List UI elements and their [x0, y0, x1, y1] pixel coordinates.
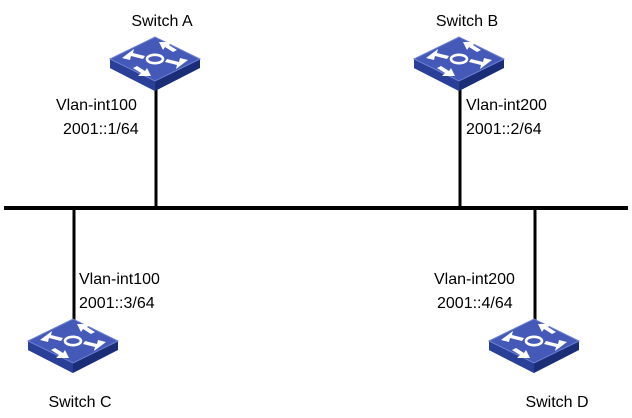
switch-d-address: 2001::4/64 — [437, 295, 513, 312]
switch-b-name: Switch B — [436, 13, 498, 30]
switch-d[interactable]: Vlan-int200 2001::4/64 SWITCH Switch D — [434, 271, 589, 411]
network-switch-icon: SWITCH — [108, 35, 202, 93]
switch-d-interface: Vlan-int200 — [434, 271, 515, 288]
network-switch-icon: SWITCH — [26, 317, 120, 375]
switch-b-address: 2001::2/64 — [466, 121, 542, 138]
network-switch-icon: SWITCH — [487, 317, 581, 375]
switch-c-interface: Vlan-int100 — [79, 271, 160, 288]
switch-a[interactable]: Switch A SWITCH Vlan-int100 2001::1/64 — [56, 13, 202, 138]
switch-b[interactable]: Switch B SWITCH Vlan-int200 2001::2/64 — [412, 13, 547, 138]
switch-a-address: 2001::1/64 — [63, 121, 139, 138]
switch-d-name: Switch D — [525, 394, 588, 411]
network-links — [4, 86, 628, 322]
switch-c-address: 2001::3/64 — [79, 295, 155, 312]
switch-c-name: Switch C — [48, 394, 111, 411]
switch-c[interactable]: Vlan-int100 2001::3/64 SWITCH Switch C — [26, 271, 160, 411]
switch-b-interface: Vlan-int200 — [466, 97, 547, 114]
network-switch-icon: SWITCH — [412, 35, 506, 93]
switch-a-interface: Vlan-int100 — [56, 97, 137, 114]
switch-a-name: Switch A — [131, 13, 193, 30]
